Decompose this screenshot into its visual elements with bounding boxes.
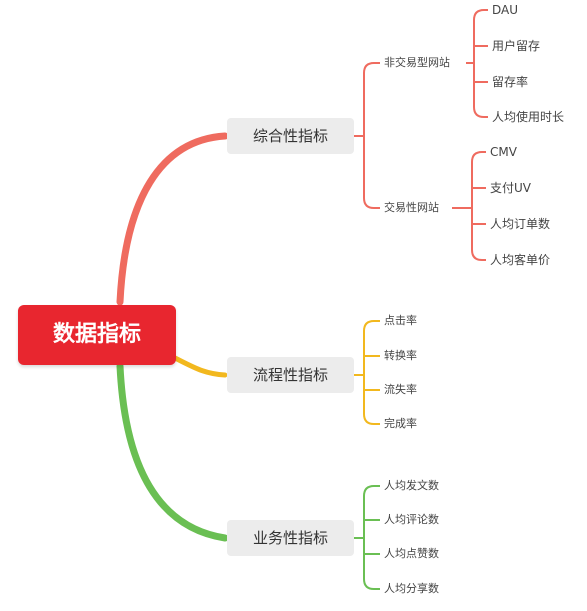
leaf-completion-rate[interactable]: 完成率 — [384, 417, 417, 430]
branch-line-process — [172, 355, 228, 378]
leaf-retention-rate[interactable]: 留存率 — [492, 75, 529, 89]
leaf-avg-comments[interactable]: 人均评论数 — [384, 513, 439, 526]
node-trade-site[interactable]: 交易性网站 — [384, 201, 439, 214]
leaf-churn-rate[interactable]: 流失率 — [384, 383, 417, 396]
leaf-avg-likes[interactable]: 人均点赞数 — [384, 547, 439, 560]
connector-process — [354, 320, 380, 425]
node-process[interactable]: 流程性指标 — [227, 357, 354, 393]
root-node[interactable]: 数据指标 — [18, 305, 176, 365]
branch-line-business — [116, 362, 229, 542]
node-business[interactable]: 业务性指标 — [227, 520, 354, 556]
leaf-avg-orders[interactable]: 人均订单数 — [490, 217, 551, 231]
leaf-avg-shares[interactable]: 人均分享数 — [384, 582, 439, 595]
leaf-pay-uv[interactable]: 支付UV — [490, 181, 531, 195]
leaf-avg-usage-time[interactable]: 人均使用时长 — [492, 110, 565, 124]
node-non-trade-site[interactable]: 非交易型网站 — [384, 56, 450, 69]
leaf-dau[interactable]: DAU — [492, 3, 519, 17]
node-comprehensive[interactable]: 综合性指标 — [227, 118, 354, 154]
leaf-user-retention[interactable]: 用户留存 — [492, 39, 541, 53]
connector-business — [354, 485, 380, 590]
leaf-click-rate[interactable]: 点击率 — [384, 314, 417, 327]
branch-line-comprehensive — [116, 132, 229, 306]
leaf-conversion-rate[interactable]: 转换率 — [384, 349, 417, 362]
leaf-cmv[interactable]: CMV — [490, 145, 517, 159]
connector-comprehensive — [354, 9, 488, 261]
leaf-avg-order-value[interactable]: 人均客单价 — [490, 253, 551, 267]
leaf-avg-posts[interactable]: 人均发文数 — [384, 479, 439, 492]
